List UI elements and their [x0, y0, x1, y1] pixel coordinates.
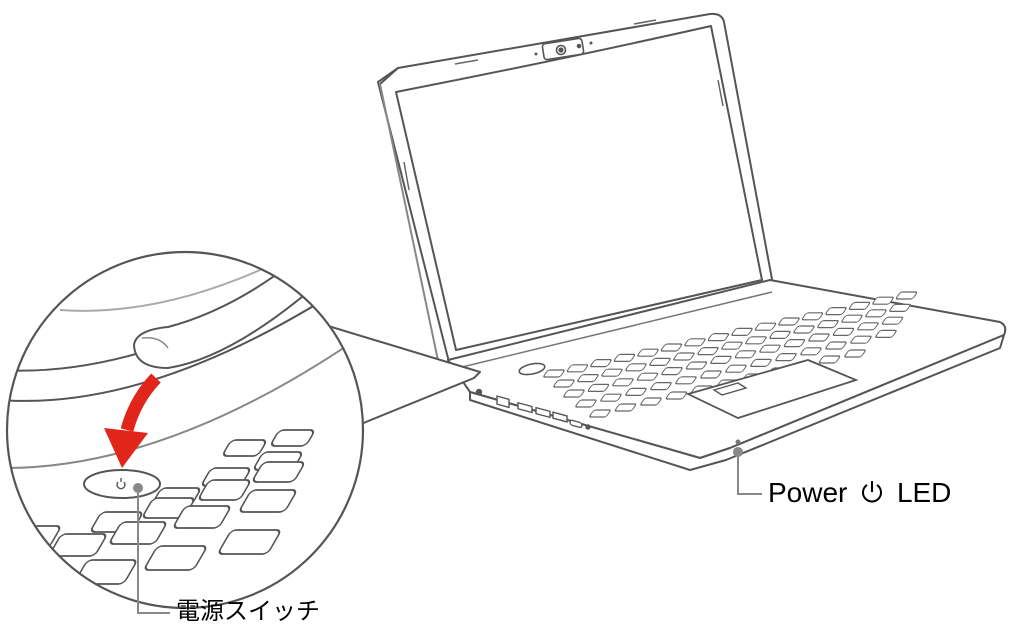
- side-ports: [475, 388, 591, 430]
- keyboard-key: [613, 353, 636, 362]
- touchpad: [685, 359, 859, 419]
- power-led-suffix: LED: [896, 477, 952, 508]
- magnified-key: [218, 529, 281, 555]
- keyboard-key: [600, 393, 622, 402]
- magnified-key: [223, 439, 267, 457]
- laptop-lid: [377, 12, 776, 374]
- keyboard-key: [543, 369, 565, 378]
- power-switch-label: 電源スイッチ: [176, 597, 320, 625]
- keyboard-key: [841, 314, 863, 323]
- power-led: [735, 439, 741, 445]
- keyboard-key: [590, 359, 612, 368]
- magnified-key: [252, 461, 305, 483]
- keyboard-key: [665, 391, 688, 400]
- keyboard: [543, 291, 918, 418]
- power-led-label: Power LED: [768, 479, 951, 510]
- keyboard-key: [832, 327, 855, 336]
- keyboard-key: [563, 389, 585, 398]
- keyboard-key: [601, 368, 623, 377]
- keyboard-key: [640, 397, 662, 406]
- magnified-key: [74, 559, 137, 585]
- magnifier-lens: [5, 250, 481, 610]
- bezel-slots: [403, 19, 724, 191]
- keyboard-key: [650, 382, 672, 391]
- power-led-prefix: Power: [768, 477, 848, 508]
- keyboard-key: [731, 327, 753, 336]
- keyboard-key: [800, 347, 822, 356]
- magnified-power-button: [83, 469, 161, 499]
- keyboard-key: [889, 303, 911, 312]
- magnified-key: [239, 489, 297, 513]
- power-button: [518, 362, 546, 376]
- keyboard-key: [614, 403, 637, 412]
- keyboard-key: [844, 349, 866, 358]
- keyboard-key: [850, 335, 872, 344]
- keyboard-key: [793, 325, 815, 334]
- keyboard-key: [710, 355, 732, 364]
- keyboard-key: [895, 291, 918, 300]
- red-curved-arrow: [104, 373, 161, 468]
- keyboard-key: [817, 320, 839, 329]
- keyboard-key: [750, 358, 772, 367]
- magnified-key: [144, 545, 207, 571]
- keyboard-key: [685, 361, 708, 370]
- keyboard-key: [825, 307, 847, 316]
- keyboard-key: [673, 352, 695, 361]
- keyboard-key: [801, 312, 824, 321]
- keyboard-key: [649, 357, 671, 366]
- keyboard-key: [778, 317, 800, 326]
- keyboard-key: [660, 343, 683, 352]
- magnified-key: [49, 533, 107, 557]
- keyboard-key: [684, 338, 706, 347]
- keyboard-key: [636, 372, 659, 381]
- keyboard-key: [875, 329, 897, 338]
- keyboard-key: [721, 341, 743, 350]
- keyboard-key: [825, 341, 847, 350]
- keyboard-key: [848, 301, 871, 310]
- webcam: [534, 37, 593, 61]
- keyboard-key: [675, 376, 697, 385]
- keyboard-key: [725, 364, 747, 373]
- keyboard-key: [818, 355, 841, 364]
- magnified-key: [270, 429, 315, 447]
- keyboard-key: [700, 370, 722, 379]
- keyboard-key: [661, 367, 683, 376]
- keyboard-key: [587, 383, 610, 392]
- keyboard-key: [745, 336, 767, 345]
- callout-lines: [133, 447, 762, 614]
- keyboard-key: [775, 353, 797, 362]
- keyboard-key: [625, 387, 647, 396]
- keyboard-key: [577, 374, 599, 383]
- magnified-key: [198, 479, 251, 501]
- keyboard-key: [575, 399, 597, 408]
- hinge: [457, 291, 773, 369]
- keyboard-key: [872, 296, 894, 305]
- keyboard-key: [734, 350, 757, 359]
- keyboard-key: [783, 339, 806, 348]
- keyboard-key: [857, 322, 879, 331]
- keyboard-key: [707, 333, 730, 342]
- keyboard-key: [754, 322, 777, 331]
- keyboard-key: [637, 348, 659, 357]
- magnified-key: [173, 505, 231, 529]
- keyboard-key: [769, 330, 791, 339]
- keyboard-key: [625, 363, 647, 372]
- keyboard-key: [808, 333, 830, 342]
- keyboard-key: [881, 316, 904, 325]
- keyboard-key: [612, 378, 634, 387]
- keyboard-key: [697, 347, 719, 356]
- keyboard-key: [553, 379, 575, 388]
- keyboard-key: [566, 364, 589, 373]
- keyboard-key: [759, 344, 781, 353]
- keyboard-key: [589, 409, 611, 418]
- keyboard-key: [865, 309, 887, 318]
- fingerprint-sensor: [712, 382, 748, 396]
- power-icon: [859, 479, 885, 510]
